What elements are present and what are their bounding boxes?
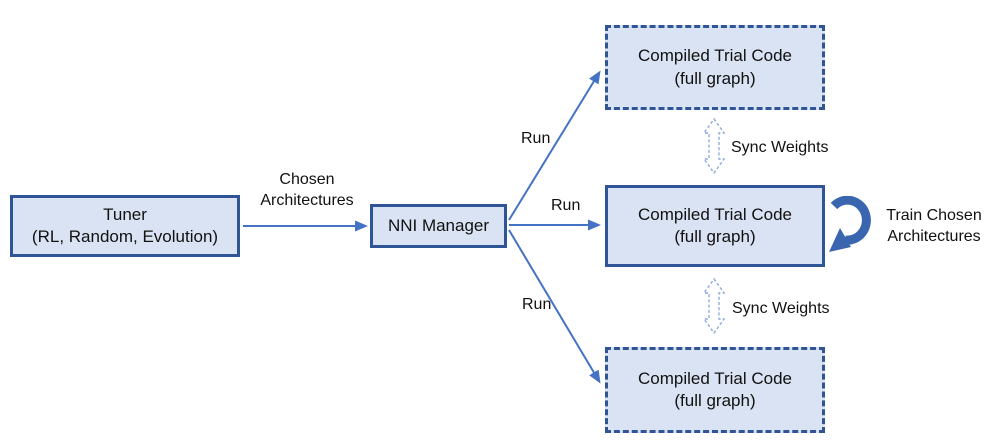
trial-code-box-top: Compiled Trial Code (full graph) (605, 25, 825, 110)
train-chosen-line2: Architectures (887, 228, 981, 245)
chosen-architectures-line1: Chosen (279, 171, 335, 188)
run-label-middle: Run (551, 197, 581, 214)
tuner-label-line1: Tuner (103, 204, 147, 224)
trial-middle-label-line1: Compiled Trial Code (637, 204, 792, 224)
train-chosen-line1: Train Chosen (886, 207, 982, 224)
sync-weights-label-top: Sync Weights (731, 139, 829, 156)
nni-manager-box: NNI Manager (370, 204, 507, 248)
trial-code-box-bottom: Compiled Trial Code (full graph) (605, 347, 825, 433)
run-label-top: Run (521, 130, 551, 147)
run-label-bottom: Run (522, 296, 552, 313)
trial-middle-label-line2: (full graph) (674, 227, 756, 246)
tuner-box: Tuner (RL, Random, Evolution) (10, 195, 240, 257)
chosen-architectures-line2: Architectures (260, 192, 354, 209)
nni-to-trial-top-arrow (508, 70, 601, 221)
chosen-architectures-label: Chosen Architectures (243, 169, 371, 211)
trial-bottom-label-line1: Compiled Trial Code (637, 368, 792, 388)
tuner-label-line2: (RL, Random, Evolution) (31, 227, 219, 246)
sync-weights-arrow-top-icon (702, 117, 726, 175)
trial-top-label-line1: Compiled Trial Code (637, 46, 792, 66)
sync-weights-label-bottom: Sync Weights (732, 300, 830, 317)
trial-top-label-line2: (full graph) (674, 68, 756, 88)
nni-manager-label: NNI Manager (387, 215, 490, 235)
train-chosen-architectures-label: Train Chosen Architectures (878, 205, 989, 247)
trial-code-box-middle: Compiled Trial Code (full graph) (605, 185, 825, 267)
sync-weights-arrow-bottom-icon (702, 277, 726, 335)
trial-bottom-label-line2: (full graph) (674, 391, 756, 410)
nni-to-trial-bottom-arrow (508, 229, 601, 384)
train-loop-arrow-icon (829, 196, 871, 252)
